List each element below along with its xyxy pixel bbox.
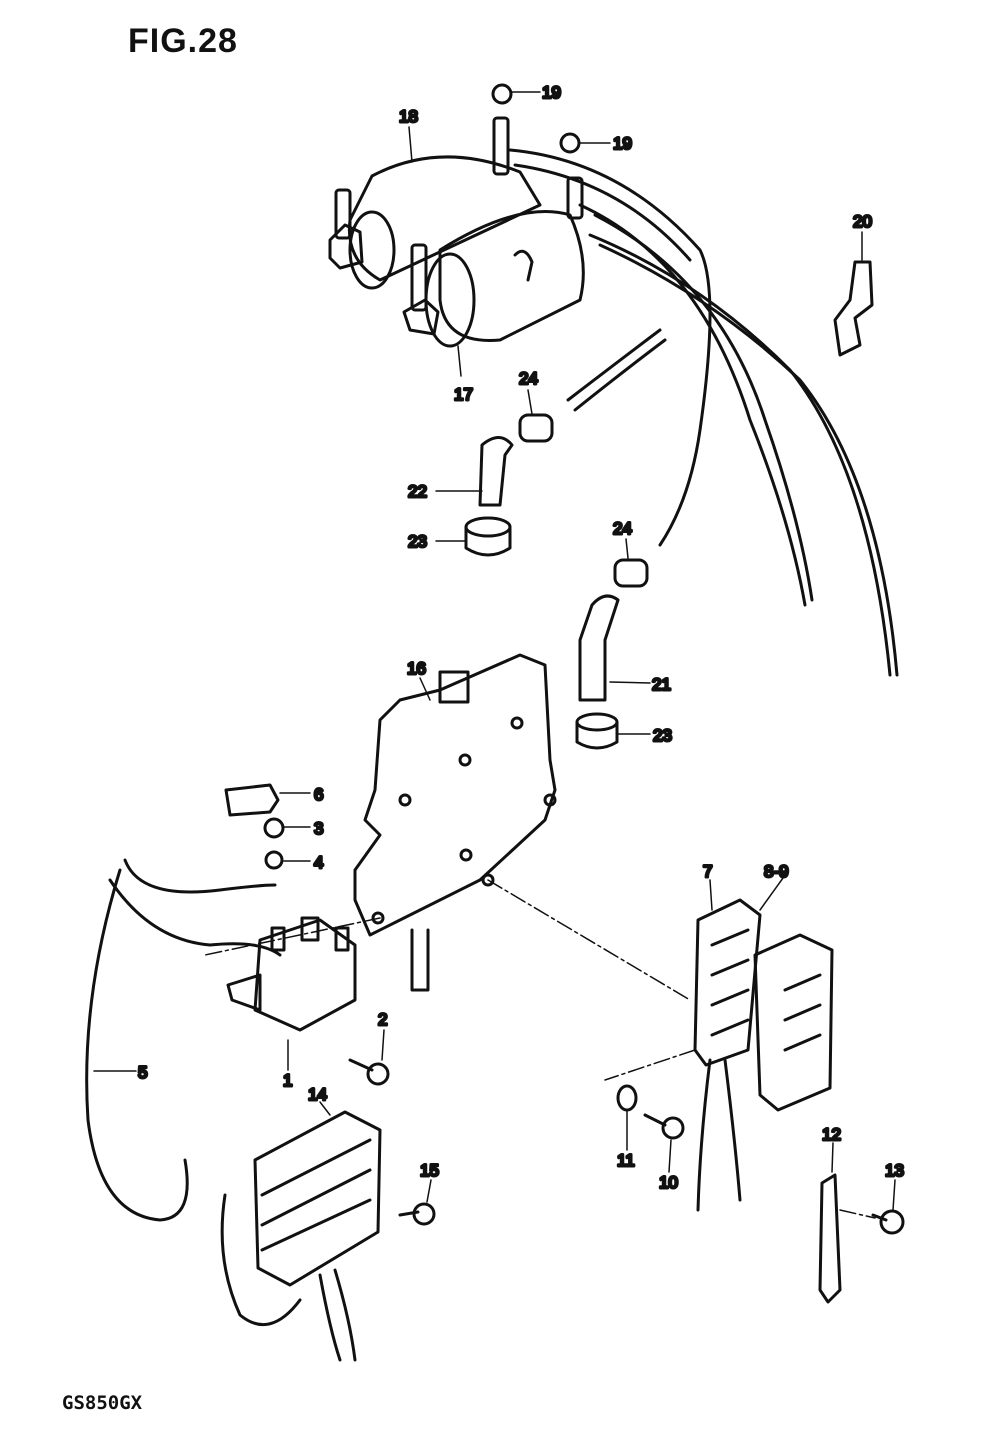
callout-1: 1 [283, 1071, 292, 1090]
callout-20: 20 [853, 212, 872, 231]
callout-19a: 19 [542, 83, 561, 102]
fuse-cover-8-9 [753, 933, 834, 1112]
model-code: GS850GX [62, 1392, 143, 1414]
callout-14: 14 [308, 1085, 327, 1104]
callout-18: 18 [399, 107, 418, 126]
nut-3 [263, 817, 285, 839]
callout-10: 10 [659, 1173, 678, 1192]
callout-23b: 23 [653, 726, 672, 745]
callout-24a: 24 [519, 369, 538, 388]
regulator-14 [220, 1110, 382, 1362]
cap-nut-19b [559, 132, 581, 154]
callout-6: 6 [314, 785, 323, 804]
starter-relay-1 [226, 916, 357, 1032]
assembly-lines [204, 879, 876, 1219]
callout-2: 2 [378, 1010, 387, 1029]
callout-11: 11 [617, 1151, 635, 1170]
callout-7: 7 [703, 862, 712, 881]
screw-2 [348, 1058, 390, 1086]
callout-5: 5 [138, 1063, 147, 1082]
battery-lead [123, 858, 277, 894]
callout-12: 12 [822, 1125, 841, 1144]
seal-23b [575, 712, 619, 750]
high-tension-cables [508, 148, 899, 677]
clamp-12 [818, 1173, 842, 1304]
cap-nut-19a [491, 83, 513, 105]
screw-13 [871, 1209, 905, 1235]
screw-15 [398, 1202, 436, 1226]
lead-wire-5 [85, 868, 189, 1222]
washer-11 [616, 1084, 638, 1112]
washer-4 [264, 850, 284, 870]
callout-8-9: 8-9 [764, 862, 789, 881]
figure-title: FIG.28 [128, 22, 238, 60]
cable-clip-20 [833, 260, 874, 357]
callout-23a: 23 [408, 532, 427, 551]
cap-fitting-24b [613, 558, 649, 588]
fuse-box-7 [693, 898, 762, 1212]
ignition-coil-17 [402, 176, 585, 348]
callout-17: 17 [454, 385, 473, 404]
callout-3: 3 [314, 819, 323, 838]
mounting-plate-16 [353, 653, 557, 992]
relay-lead [108, 878, 282, 957]
callout-19b: 19 [613, 134, 632, 153]
spark-plug-cap-22 [478, 436, 514, 507]
spark-plug-cap-21 [578, 594, 620, 702]
callout-13: 13 [885, 1161, 904, 1180]
cap-fitting-24a [518, 413, 554, 443]
callout-21: 21 [652, 675, 671, 694]
callout-16: 16 [407, 659, 426, 678]
seal-23a [464, 516, 512, 557]
callout-4: 4 [314, 853, 323, 872]
ignition-coil-18 [328, 116, 542, 290]
callout-24b: 24 [613, 519, 632, 538]
callout-leaders [93, 91, 896, 1211]
screw-10 [643, 1113, 685, 1140]
terminal-cover-6 [224, 783, 280, 817]
callout-15: 15 [420, 1161, 439, 1180]
callout-22: 22 [408, 482, 427, 501]
